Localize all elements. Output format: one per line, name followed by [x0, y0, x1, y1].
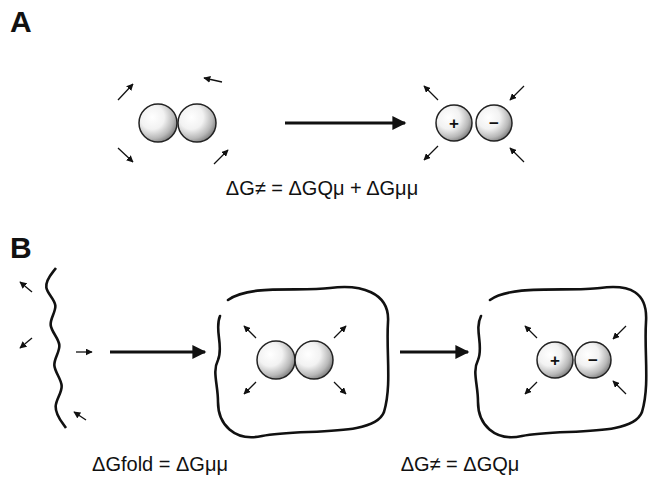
charged-solute: +: [536, 341, 574, 379]
dipole-arrow: [334, 326, 346, 338]
dipole-arrow: [76, 351, 92, 352]
equation: ΔG≠ = ΔGQμ: [401, 452, 520, 476]
dipole-arrow: [118, 84, 133, 100]
solute-circle: [537, 342, 573, 378]
charge-sign: +: [536, 341, 574, 379]
neutral-solute: [178, 104, 216, 142]
solute-circle: [476, 105, 512, 141]
solute-circle: [436, 105, 472, 141]
dipole-arrow: [20, 282, 32, 292]
arrows: [20, 78, 626, 420]
solute-circles: [139, 104, 333, 379]
process-arrow: [400, 351, 468, 354]
protein-outline: [215, 287, 388, 437]
equation: ΔGfold = ΔGμμ: [92, 452, 228, 476]
dipole-arrow: [613, 381, 626, 394]
dipole-arrow: [510, 86, 524, 100]
panel-letter: A: [10, 4, 32, 40]
dipole-arrow: [214, 150, 228, 164]
dipole-arrow: [244, 382, 256, 394]
dipole-arrow: [204, 78, 222, 82]
dipole-arrow: [510, 148, 524, 162]
unfolded-chain: [46, 268, 66, 428]
dipole-arrow: [424, 86, 438, 100]
dipole-arrow: [613, 326, 626, 339]
charged-solute: −: [475, 104, 513, 142]
protein-outline: [475, 287, 646, 437]
charged-solute: +: [435, 104, 473, 142]
dipole-arrow: [20, 338, 32, 348]
dipole-arrow: [334, 382, 346, 394]
equation: ΔG≠ = ΔGQμ + ΔGμμ: [226, 176, 418, 200]
process-arrow: [285, 122, 405, 125]
process-arrow: [110, 351, 205, 354]
dipole-arrow: [118, 148, 133, 162]
dipole-arrow: [244, 326, 256, 338]
dipole-arrow: [525, 326, 537, 338]
charged-solute: −: [574, 341, 612, 379]
polypeptide-chain: [46, 268, 66, 428]
charge-sign: −: [574, 341, 612, 379]
charge-sign: −: [475, 104, 513, 142]
neutral-solute: [139, 104, 177, 142]
neutral-solute: [295, 341, 333, 379]
dipole-arrow: [424, 146, 438, 160]
dipole-arrow: [74, 412, 86, 420]
charge-sign: +: [435, 104, 473, 142]
panel-letter: B: [10, 230, 32, 266]
dipole-arrow: [525, 382, 537, 394]
neutral-solute: [257, 341, 295, 379]
solute-circle: [575, 342, 611, 378]
